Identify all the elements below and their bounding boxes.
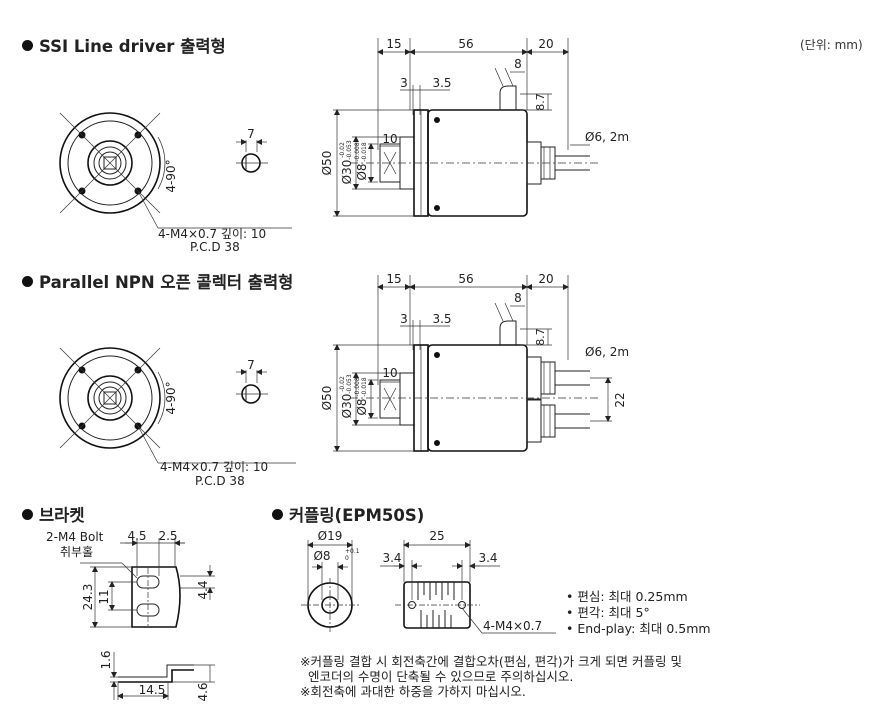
coupling-title-text: 커플링(EPM50S)	[289, 506, 425, 525]
coupling-notes: ※커플링 결합 시 회전축간에 결합오차(편심, 편각)가 크게 되면 커플링 …	[300, 654, 682, 699]
parallel-shaft-section	[236, 369, 268, 404]
ssi-dim-15: 15	[386, 37, 401, 51]
ssi-section-title: SSI Line driver 출력형	[22, 33, 226, 57]
coupling-dim-25: 25	[429, 529, 444, 543]
ssi-dia-8-tol-bot: -0.018	[361, 142, 368, 162]
ssi-angle-label: 4-90°	[164, 159, 178, 192]
parallel-dim-8-7: 8.7	[534, 328, 547, 346]
parallel-dia-8-tol-top: -0.008	[354, 377, 361, 397]
parallel-dim-22: 22	[613, 392, 627, 407]
bracket-side-view	[110, 652, 215, 700]
coupling-section-title: 커플링(EPM50S)	[272, 502, 424, 526]
parallel-cable-label: Ø6, 2m	[585, 345, 629, 359]
parallel-dim-8: 8	[514, 291, 522, 305]
coupling-spec-item: • 편심: 최대 0.25mm	[566, 589, 688, 604]
ssi-shaft-section	[236, 139, 268, 173]
ssi-side-view	[333, 38, 600, 217]
coupling-holes-label: 4-M4×0.7	[483, 619, 542, 633]
ssi-dia-30-tol-bot: -0.053	[346, 140, 353, 160]
bracket-dim-11: 11	[97, 589, 111, 604]
parallel-dia-30-tol-top: -0.02	[339, 376, 346, 392]
coupling-side-view	[380, 540, 556, 634]
ssi-dia-8: Ø8	[355, 163, 369, 180]
ssi-dim-8: 8	[514, 57, 522, 71]
coupling-dia-8-tol-top: +0.1	[345, 548, 360, 555]
bracket-dim-4-4: 4.4	[196, 580, 210, 599]
bracket-dim-4-5: 4.5	[127, 529, 146, 543]
parallel-dia-30: Ø30	[340, 394, 354, 419]
bracket-dim-2-5: 2.5	[158, 529, 177, 543]
bracket-bolt-label: 2-M4 Bolt	[46, 530, 104, 544]
unit-label: (단위: mm)	[800, 38, 863, 52]
parallel-dim-15: 15	[386, 272, 401, 286]
coupling-dim-3-4-left: 3.4	[382, 551, 401, 565]
coupling-spec-list: • 편심: 최대 0.25mm • 편각: 최대 5° • End-play: …	[566, 589, 711, 637]
parallel-side-view	[333, 275, 612, 452]
coupling-spec-item: • End-play: 최대 0.5mm	[566, 621, 711, 636]
ssi-dia-50: Ø50	[320, 151, 334, 176]
bracket-dim-24-3: 24.3	[81, 584, 95, 611]
parallel-dim-3-5: 3.5	[432, 312, 451, 326]
ssi-dim-56: 56	[458, 37, 473, 51]
parallel-angle-label: 4-90°	[164, 381, 178, 414]
note-line: ※회전축에 과대한 하중을 가하지 마십시오.	[300, 684, 526, 699]
coupling-spec-item: • 편각: 최대 5°	[566, 605, 650, 620]
bracket-section-title: 브라켓	[22, 502, 85, 526]
bullet-icon	[272, 509, 283, 520]
note-line: ※커플링 결합 시 회전축간에 결합오차(편심, 편각)가 크게 되면 커플링 …	[300, 654, 682, 669]
ssi-front-view	[59, 112, 292, 229]
ssi-dim-3: 3	[400, 76, 408, 90]
parallel-dim-10: 10	[382, 366, 397, 380]
bullet-icon	[22, 276, 33, 287]
bracket-dim-1-6: 1.6	[99, 650, 113, 669]
coupling-front-view	[301, 540, 359, 632]
ssi-dia-30-tol-top: -0.02	[339, 142, 346, 158]
parallel-holes-label: 4-M4×0.7 깊이: 10	[160, 460, 268, 474]
parallel-dim-56: 56	[458, 272, 473, 286]
coupling-dim-3-4-right: 3.4	[478, 551, 497, 565]
coupling-dia-8-tol-bot: 0	[345, 555, 349, 562]
note-line: 엔코더의 수명이 단축될 수 있으므로 주의하십시오.	[300, 669, 574, 684]
parallel-dim-7: 7	[247, 358, 255, 372]
bullet-icon	[22, 40, 33, 51]
parallel-front-view	[59, 347, 296, 464]
parallel-pcd-label: P.C.D 38	[195, 474, 245, 488]
parallel-dia-8: Ø8	[355, 398, 369, 415]
ssi-dim-3-5: 3.5	[432, 76, 451, 90]
coupling-dia-19: Ø19	[318, 529, 343, 543]
ssi-dim-20: 20	[538, 37, 553, 51]
parallel-dia-8-tol-bot: -0.018	[361, 377, 368, 397]
bracket-hole-label: 취부홀	[60, 545, 93, 559]
ssi-title-text: SSI Line driver 출력형	[39, 37, 226, 56]
parallel-dia-30-tol-bot: -0.053	[346, 374, 353, 394]
bullet-icon	[22, 509, 33, 520]
parallel-dim-3: 3	[400, 312, 408, 326]
parallel-dia-50: Ø50	[320, 386, 334, 411]
parallel-title-text: Parallel NPN 오픈 콜렉터 출력형	[39, 273, 294, 292]
coupling-dia-8: Ø8	[313, 549, 330, 563]
ssi-dim-7: 7	[247, 127, 255, 141]
bracket-dim-14-5: 14.5	[139, 683, 166, 697]
ssi-pcd-label: P.C.D 38	[190, 240, 240, 254]
ssi-dia-8-tol-top: -0.008	[354, 142, 361, 162]
ssi-dim-8-7: 8.7	[534, 93, 547, 111]
parallel-section-title: Parallel NPN 오픈 콜렉터 출력형	[22, 269, 293, 293]
bracket-front-view	[80, 538, 215, 628]
ssi-holes-label: 4-M4×0.7 깊이: 10	[158, 227, 266, 241]
ssi-cable-label: Ø6, 2m	[585, 130, 629, 144]
bracket-title-text: 브라켓	[39, 506, 85, 525]
bracket-dim-4-6: 4.6	[196, 682, 210, 701]
ssi-dia-30: Ø30	[340, 160, 354, 185]
parallel-dim-20: 20	[538, 272, 553, 286]
ssi-dim-10: 10	[382, 132, 397, 146]
